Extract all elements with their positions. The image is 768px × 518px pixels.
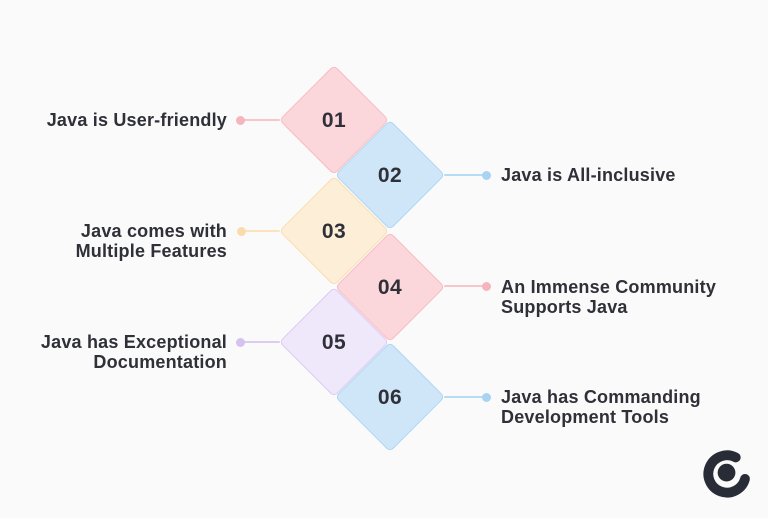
brand-logo-dot bbox=[717, 463, 736, 482]
label-line-2: Multiple Features bbox=[75, 241, 227, 261]
item-label-04: An Immense Community Supports Java bbox=[501, 277, 716, 317]
label-line-1: Java comes with bbox=[80, 221, 227, 241]
connector-line-06 bbox=[444, 395, 486, 399]
connector-dot-03 bbox=[236, 226, 246, 236]
item-number-04: 04 bbox=[377, 276, 403, 299]
label-line-2: Development Tools bbox=[501, 407, 670, 427]
brand-logo-ring bbox=[703, 450, 750, 498]
connector-dot-04 bbox=[481, 281, 491, 291]
item-number-02: 02 bbox=[377, 164, 403, 187]
item-number-05: 05 bbox=[321, 331, 347, 354]
connector-line-01 bbox=[240, 118, 280, 122]
connector-line-04 bbox=[444, 284, 486, 288]
label-line-1: An Immense Community bbox=[501, 277, 717, 297]
item-label-03: Java comes with Multiple Features bbox=[76, 221, 227, 261]
connector-dot-01 bbox=[235, 115, 245, 125]
label-line-1: Java is User-friendly bbox=[46, 110, 227, 130]
item-label-02: Java is All-inclusive bbox=[501, 165, 676, 185]
brand-logo-icon bbox=[703, 450, 750, 498]
connector-line-02 bbox=[444, 173, 486, 177]
label-line-2: Documentation bbox=[93, 352, 227, 372]
connector-dot-06 bbox=[481, 392, 491, 402]
item-number-03: 03 bbox=[321, 220, 347, 243]
label-line-1: Java has Commanding bbox=[501, 387, 701, 407]
connector-line-03 bbox=[241, 229, 280, 233]
connector-line-05 bbox=[240, 340, 280, 344]
connector-dot-02 bbox=[481, 170, 491, 180]
item-label-05: Java has Exceptional Documentation bbox=[41, 332, 227, 372]
item-label-06: Java has Commanding Development Tools bbox=[501, 387, 701, 427]
item-number-06: 06 bbox=[377, 386, 403, 409]
item-number-01: 01 bbox=[321, 109, 347, 132]
label-line-2: Supports Java bbox=[501, 297, 628, 317]
label-line-1: Java has Exceptional bbox=[40, 332, 227, 352]
label-line-1: Java is All-inclusive bbox=[501, 165, 676, 185]
connector-dot-05 bbox=[235, 337, 245, 347]
item-label-01: Java is User-friendly bbox=[47, 110, 227, 130]
